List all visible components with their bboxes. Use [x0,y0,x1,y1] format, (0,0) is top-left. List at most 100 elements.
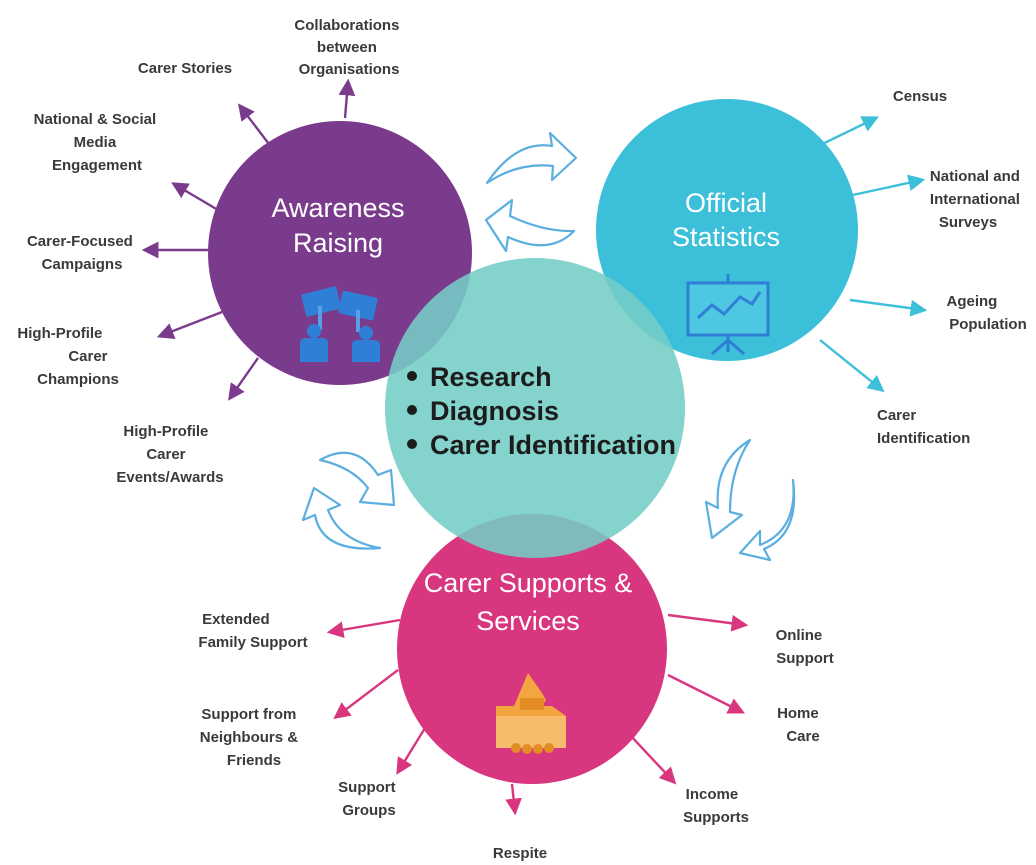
bullet-dot [407,405,417,415]
awareness-circle [208,121,472,385]
spoke-arrows [141,78,928,816]
spoke-label-line: Care [786,728,819,745]
handshake-icon [496,673,566,754]
protest-signs-icon [300,286,380,362]
cycle-arrows [301,131,796,562]
spoke-label-line: between [317,39,377,56]
spoke-arrow [847,174,926,198]
spoke-arrow [237,103,273,149]
spoke-arrow [819,339,885,393]
spoke-arrow [333,669,399,720]
spoke-label-line: National and [930,168,1020,185]
spoke-label-line: National & Social [34,111,157,128]
spoke-arrow [849,298,928,317]
spoke-label-line: Groups [342,802,395,819]
spoke-label: Support Groups [338,779,400,819]
spoke-label: Carer Stories [138,60,232,77]
spoke-arrow [667,673,746,714]
spoke-label-line: Family Support [198,634,307,651]
spoke-label: Carer-Focused Campaigns [27,233,137,273]
spoke-label-line: Carer [68,348,107,365]
spoke-label-line: Support from [201,706,296,723]
spoke-label-line: Respite [493,845,547,862]
bullet-dot [407,371,417,381]
cycle-arrow-icon [738,478,796,562]
spoke-label-line: Home [777,705,819,722]
spoke-label: Online Support [776,627,834,667]
spoke-label-line: Carer [877,407,916,424]
spoke-label-line: Organisations [299,61,400,78]
spoke-label: Home Care [777,705,823,745]
spoke-label-line: Ageing [946,293,997,310]
awareness-title-line2: Raising [293,228,383,258]
center-circle [385,258,685,558]
presentation-chart-icon [686,274,770,356]
spoke-label-line: Media [74,134,117,151]
awareness-spoke-labels: Carer Stories Collaborations between Org… [17,17,403,486]
spoke-arrow [228,357,259,401]
spoke-label-line: High-Profile [123,423,208,440]
cycle-arrow-icon [484,198,576,253]
spoke-label: High-Profile Carer Champions [17,325,118,388]
spoke-label-line: Events/Awards [116,469,223,486]
spoke-label-line: Carer Stories [138,60,232,77]
spoke-label-line: Campaigns [42,256,123,273]
spoke-label: Income Supports [683,786,749,826]
supports-title-line2: Services [476,606,580,636]
cycle-arrow-icon [704,438,752,540]
spoke-label-line: Collaborations [294,17,399,34]
supports-spoke-labels: Extended Family Support Support from Nei… [198,611,833,862]
spoke-label-line: Champions [37,371,119,388]
spoke-label-line: Carer [146,446,185,463]
spoke-label: National and International Surveys [930,168,1024,231]
spoke-arrow [629,734,677,785]
spoke-arrow [505,783,522,816]
spoke-label-line: Online [776,627,823,644]
center-list: Research Diagnosis Carer Identification [407,362,676,460]
spoke-arrow [667,613,749,632]
spoke-label-line: Support [776,650,834,667]
spoke-label: Carer Identification [877,407,970,447]
spoke-label-line: Surveys [939,214,997,231]
cycle-arrow-icon [318,451,396,507]
spoke-arrow [326,618,401,639]
spoke-label-line: Identification [877,430,970,447]
spoke-label: Support from Neighbours & Friends [200,706,303,769]
spoke-label: Collaborations between Organisations [294,17,403,78]
center-item-research: Research [430,362,552,392]
spoke-label: Extended Family Support [198,611,307,651]
spoke-label-line: Engagement [52,157,142,174]
spoke-label-line: International [930,191,1020,208]
statistics-title-line2: Statistics [672,222,780,252]
spoke-label: Ageing Population [946,293,1026,333]
spoke-label-line: Support [338,779,396,796]
spoke-label: National & Social Media Engagement [34,111,161,174]
spoke-label-line: Income [686,786,739,803]
spoke-label-line: Population [949,316,1027,333]
statistics-circle [596,99,858,361]
spoke-arrow [396,727,427,775]
spoke-label-line: Extended [202,611,270,628]
center-item-diagnosis: Diagnosis [430,396,559,426]
spoke-arrow [338,78,356,119]
spoke-label-line: Neighbours & [200,729,299,746]
bullet-dot [407,439,417,449]
supports-circle [397,514,667,784]
spoke-label: Respite [493,845,547,862]
spoke-label-line: Census [893,88,947,105]
statistics-title-line1: Official [685,188,767,218]
awareness-title-line1: Awareness [271,193,404,223]
statistics-spoke-labels: Census National and International Survey… [877,88,1027,447]
spoke-label-line: Supports [683,809,749,826]
spoke-label-line: High-Profile [17,325,102,342]
cycle-arrow-icon [301,486,382,550]
spoke-label: High-Profile Carer Events/Awards [116,423,223,486]
spoke-label-line: Carer-Focused [27,233,133,250]
supports-title-line1: Carer Supports & [424,568,633,598]
cycle-arrow-icon [485,131,578,185]
spoke-label: Census [893,88,947,105]
spoke-arrow [171,182,219,212]
center-item-carer-identification: Carer Identification [430,430,676,460]
